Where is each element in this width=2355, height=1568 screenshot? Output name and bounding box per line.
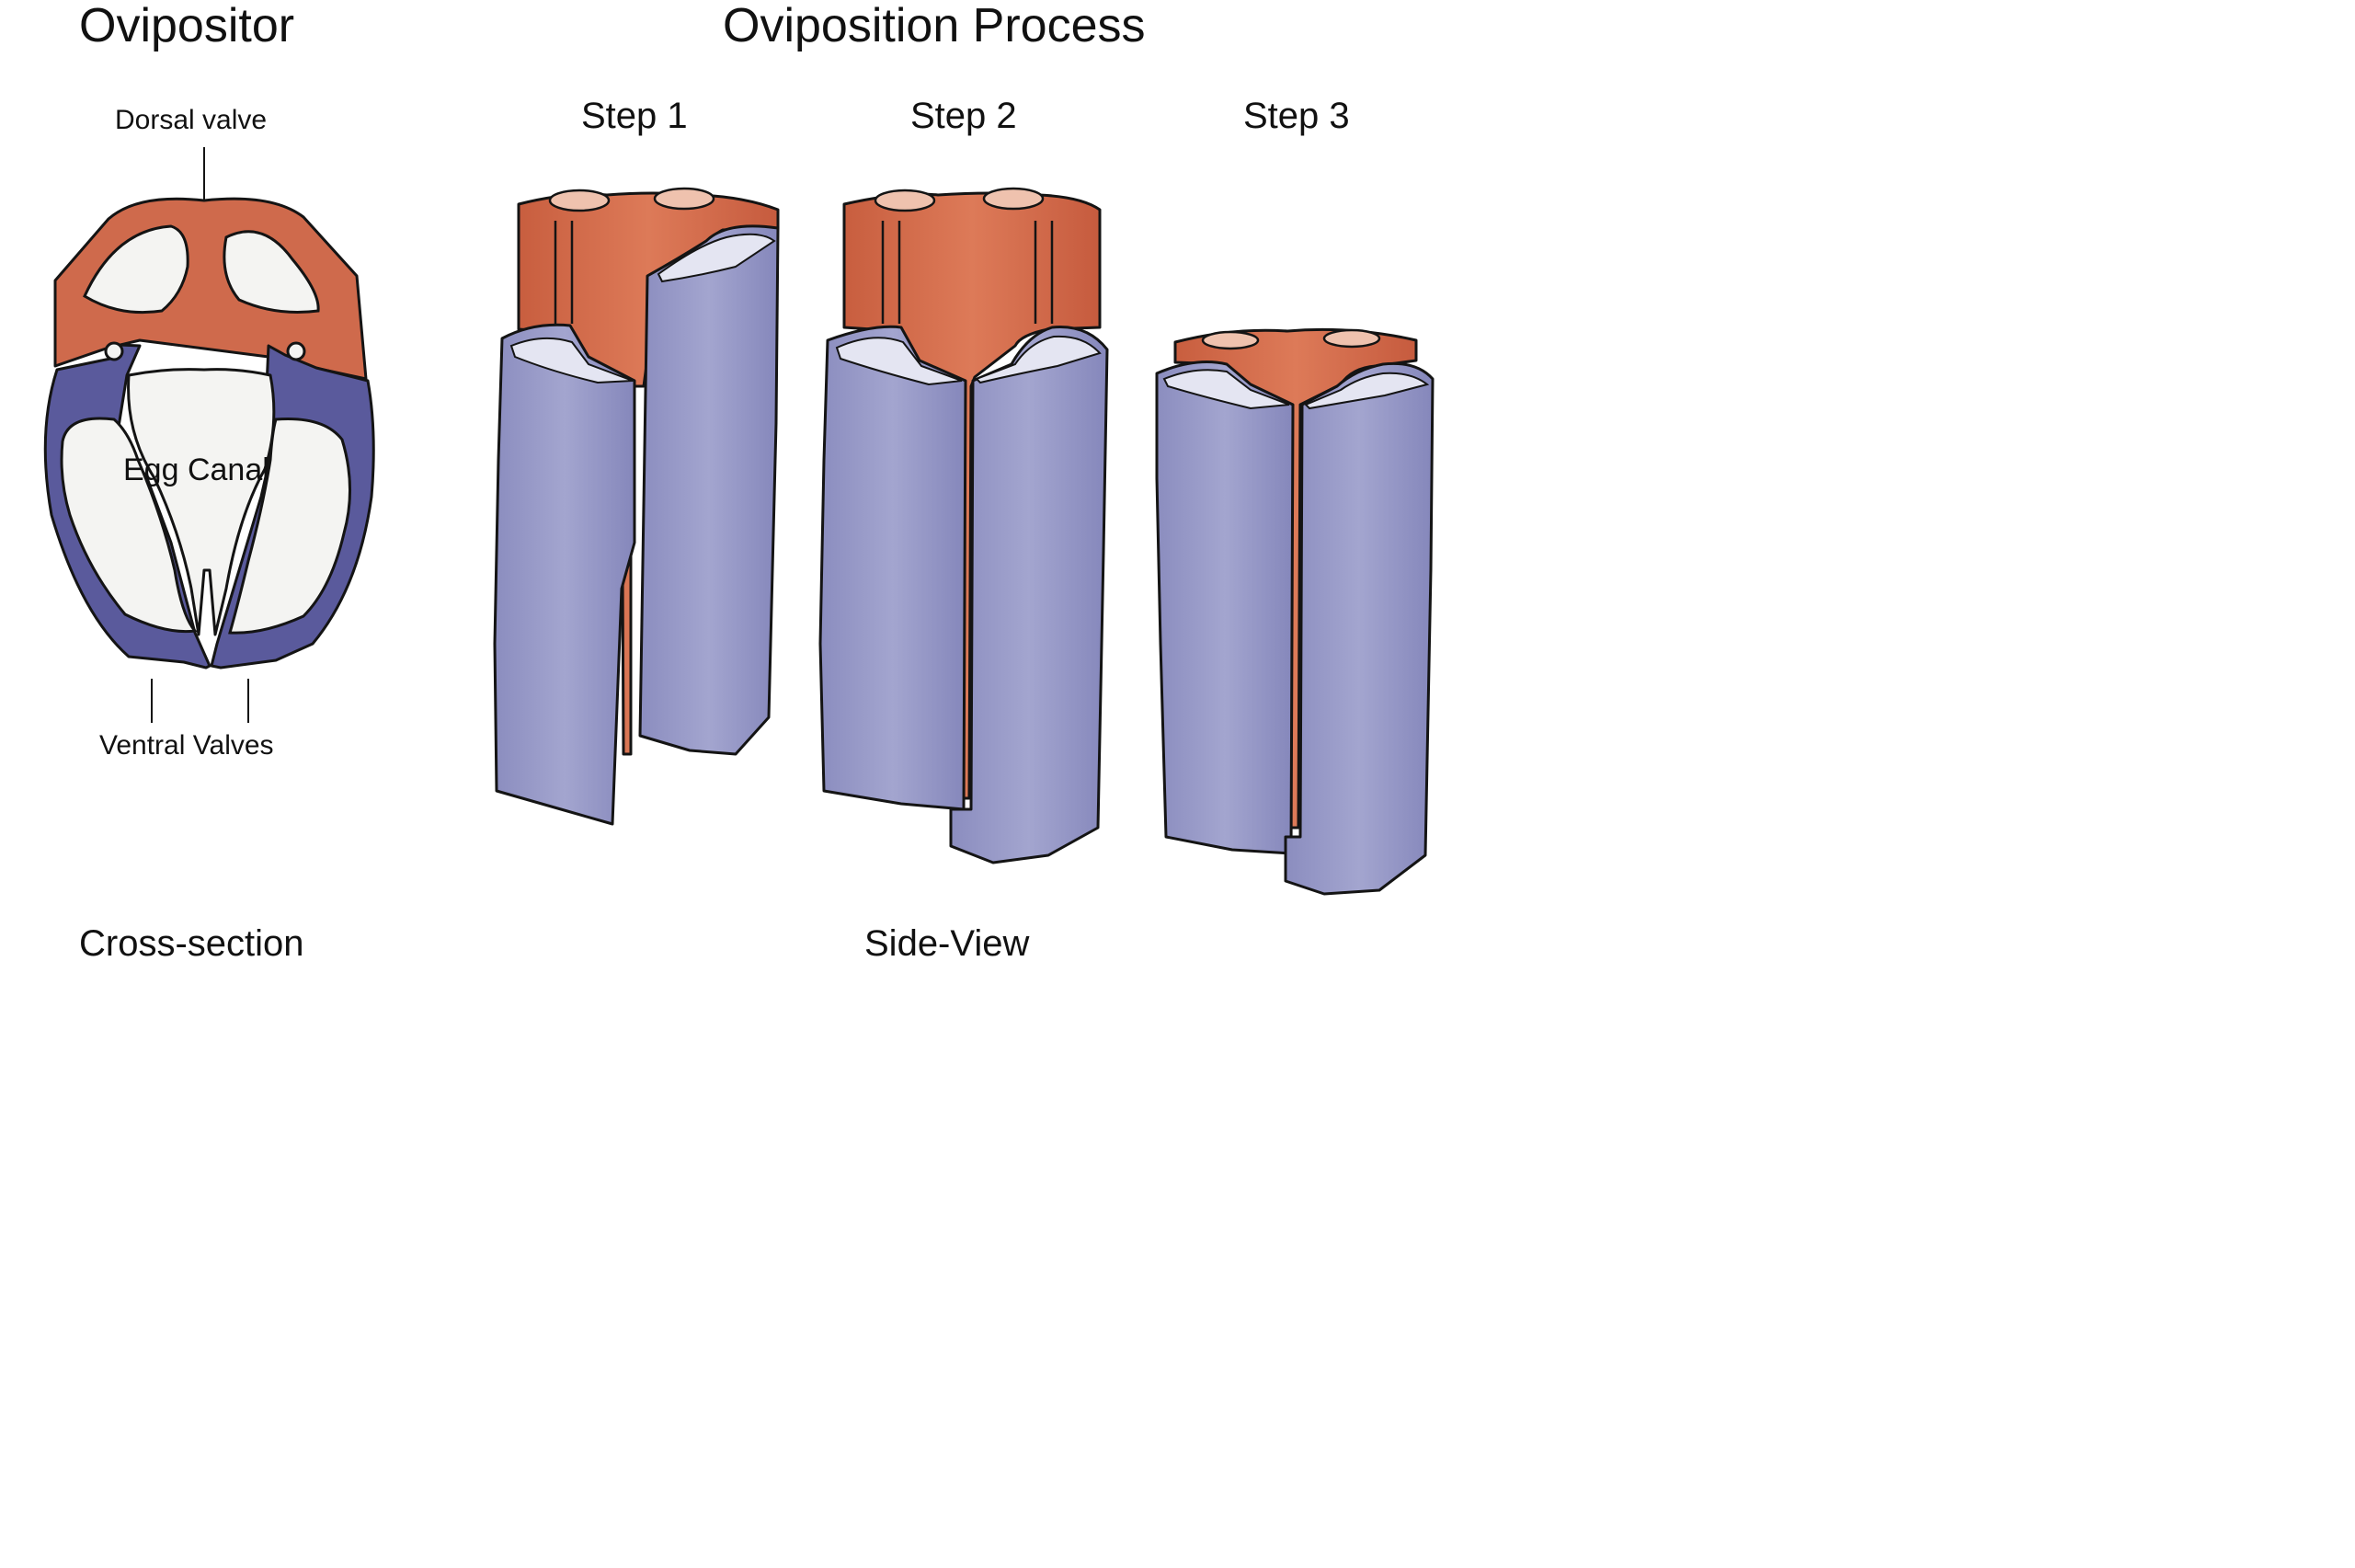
ovipositor-title: Ovipositor bbox=[79, 0, 295, 52]
step-3-ventral-valve-left bbox=[1155, 361, 1295, 855]
cross-section-diagram bbox=[43, 147, 375, 723]
step-2-ventral-top-right bbox=[975, 335, 1102, 384]
step-1-ventral-valve-left bbox=[493, 323, 636, 826]
step-2-lumen-a bbox=[874, 189, 936, 212]
step-2-ventral-valve-left bbox=[818, 325, 967, 811]
egg-canal bbox=[127, 368, 276, 636]
step-3-ventral-top-left bbox=[1162, 369, 1290, 410]
oviposition-process-title: Oviposition Process bbox=[723, 0, 1146, 52]
step-1-ventral-top-right bbox=[657, 233, 776, 283]
step-3-ventral-top-right bbox=[1304, 372, 1430, 410]
step-3-lumen-a bbox=[1201, 330, 1260, 350]
step-2-label: Step 2 bbox=[910, 96, 1017, 136]
step-2-ventral-top-left bbox=[835, 337, 963, 386]
step-3-label: Step 3 bbox=[1243, 96, 1350, 136]
step-1-lumen-a bbox=[548, 189, 611, 212]
dorsal-lumen-right bbox=[223, 230, 320, 314]
step-3-lumen-b bbox=[1322, 328, 1381, 349]
step-2-lumen-b bbox=[982, 187, 1045, 211]
step-2-diagram bbox=[818, 187, 1109, 864]
step-1-lumen-b bbox=[653, 187, 715, 211]
ovipositor-illustration bbox=[43, 147, 1435, 896]
dorsal-lumen-left bbox=[83, 224, 189, 315]
step-1-ventral-top-left bbox=[509, 337, 634, 384]
side-view-caption: Side-View bbox=[864, 923, 1030, 964]
dorsal-valve-label: Dorsal valve bbox=[115, 105, 268, 135]
step-3-diagram bbox=[1155, 327, 1435, 896]
step-2-ventral-valve-right bbox=[949, 326, 1109, 864]
step-1-ventral-valve-right bbox=[638, 224, 780, 756]
cross-section-caption: Cross-section bbox=[79, 923, 304, 964]
tongue-joint-right bbox=[286, 341, 306, 361]
tongue-joint-left bbox=[104, 341, 124, 361]
step-3-ventral-valve-right bbox=[1284, 361, 1435, 896]
ventral-lumen-right bbox=[228, 418, 352, 635]
egg-canal-label: Egg Canal bbox=[123, 452, 269, 487]
step-1-label: Step 1 bbox=[581, 96, 688, 136]
step-1-diagram bbox=[493, 187, 780, 826]
ventral-valves-label: Ventral Valves bbox=[99, 730, 274, 761]
ventral-lumen-left bbox=[60, 417, 198, 634]
